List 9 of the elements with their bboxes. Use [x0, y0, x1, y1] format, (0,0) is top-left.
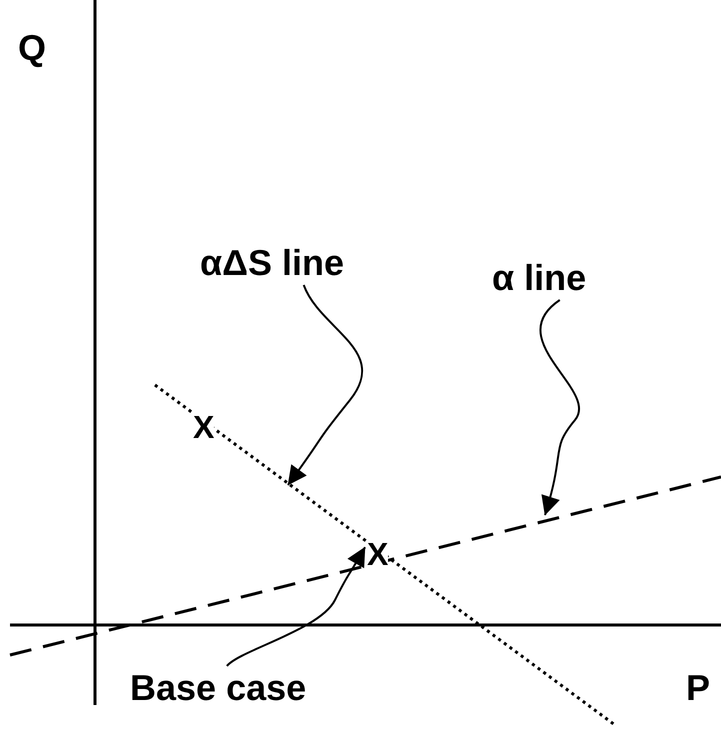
- line-label: α line: [492, 258, 586, 298]
- line-label: αΔS line: [200, 243, 344, 283]
- point-label: Base case: [130, 668, 306, 708]
- leader-line: [287, 284, 363, 486]
- dashed-line: [10, 476, 721, 656]
- axis-label: Q: [18, 28, 46, 68]
- axis-label: P: [686, 668, 710, 708]
- leader-line: [226, 546, 366, 667]
- leader-line: [540, 299, 580, 516]
